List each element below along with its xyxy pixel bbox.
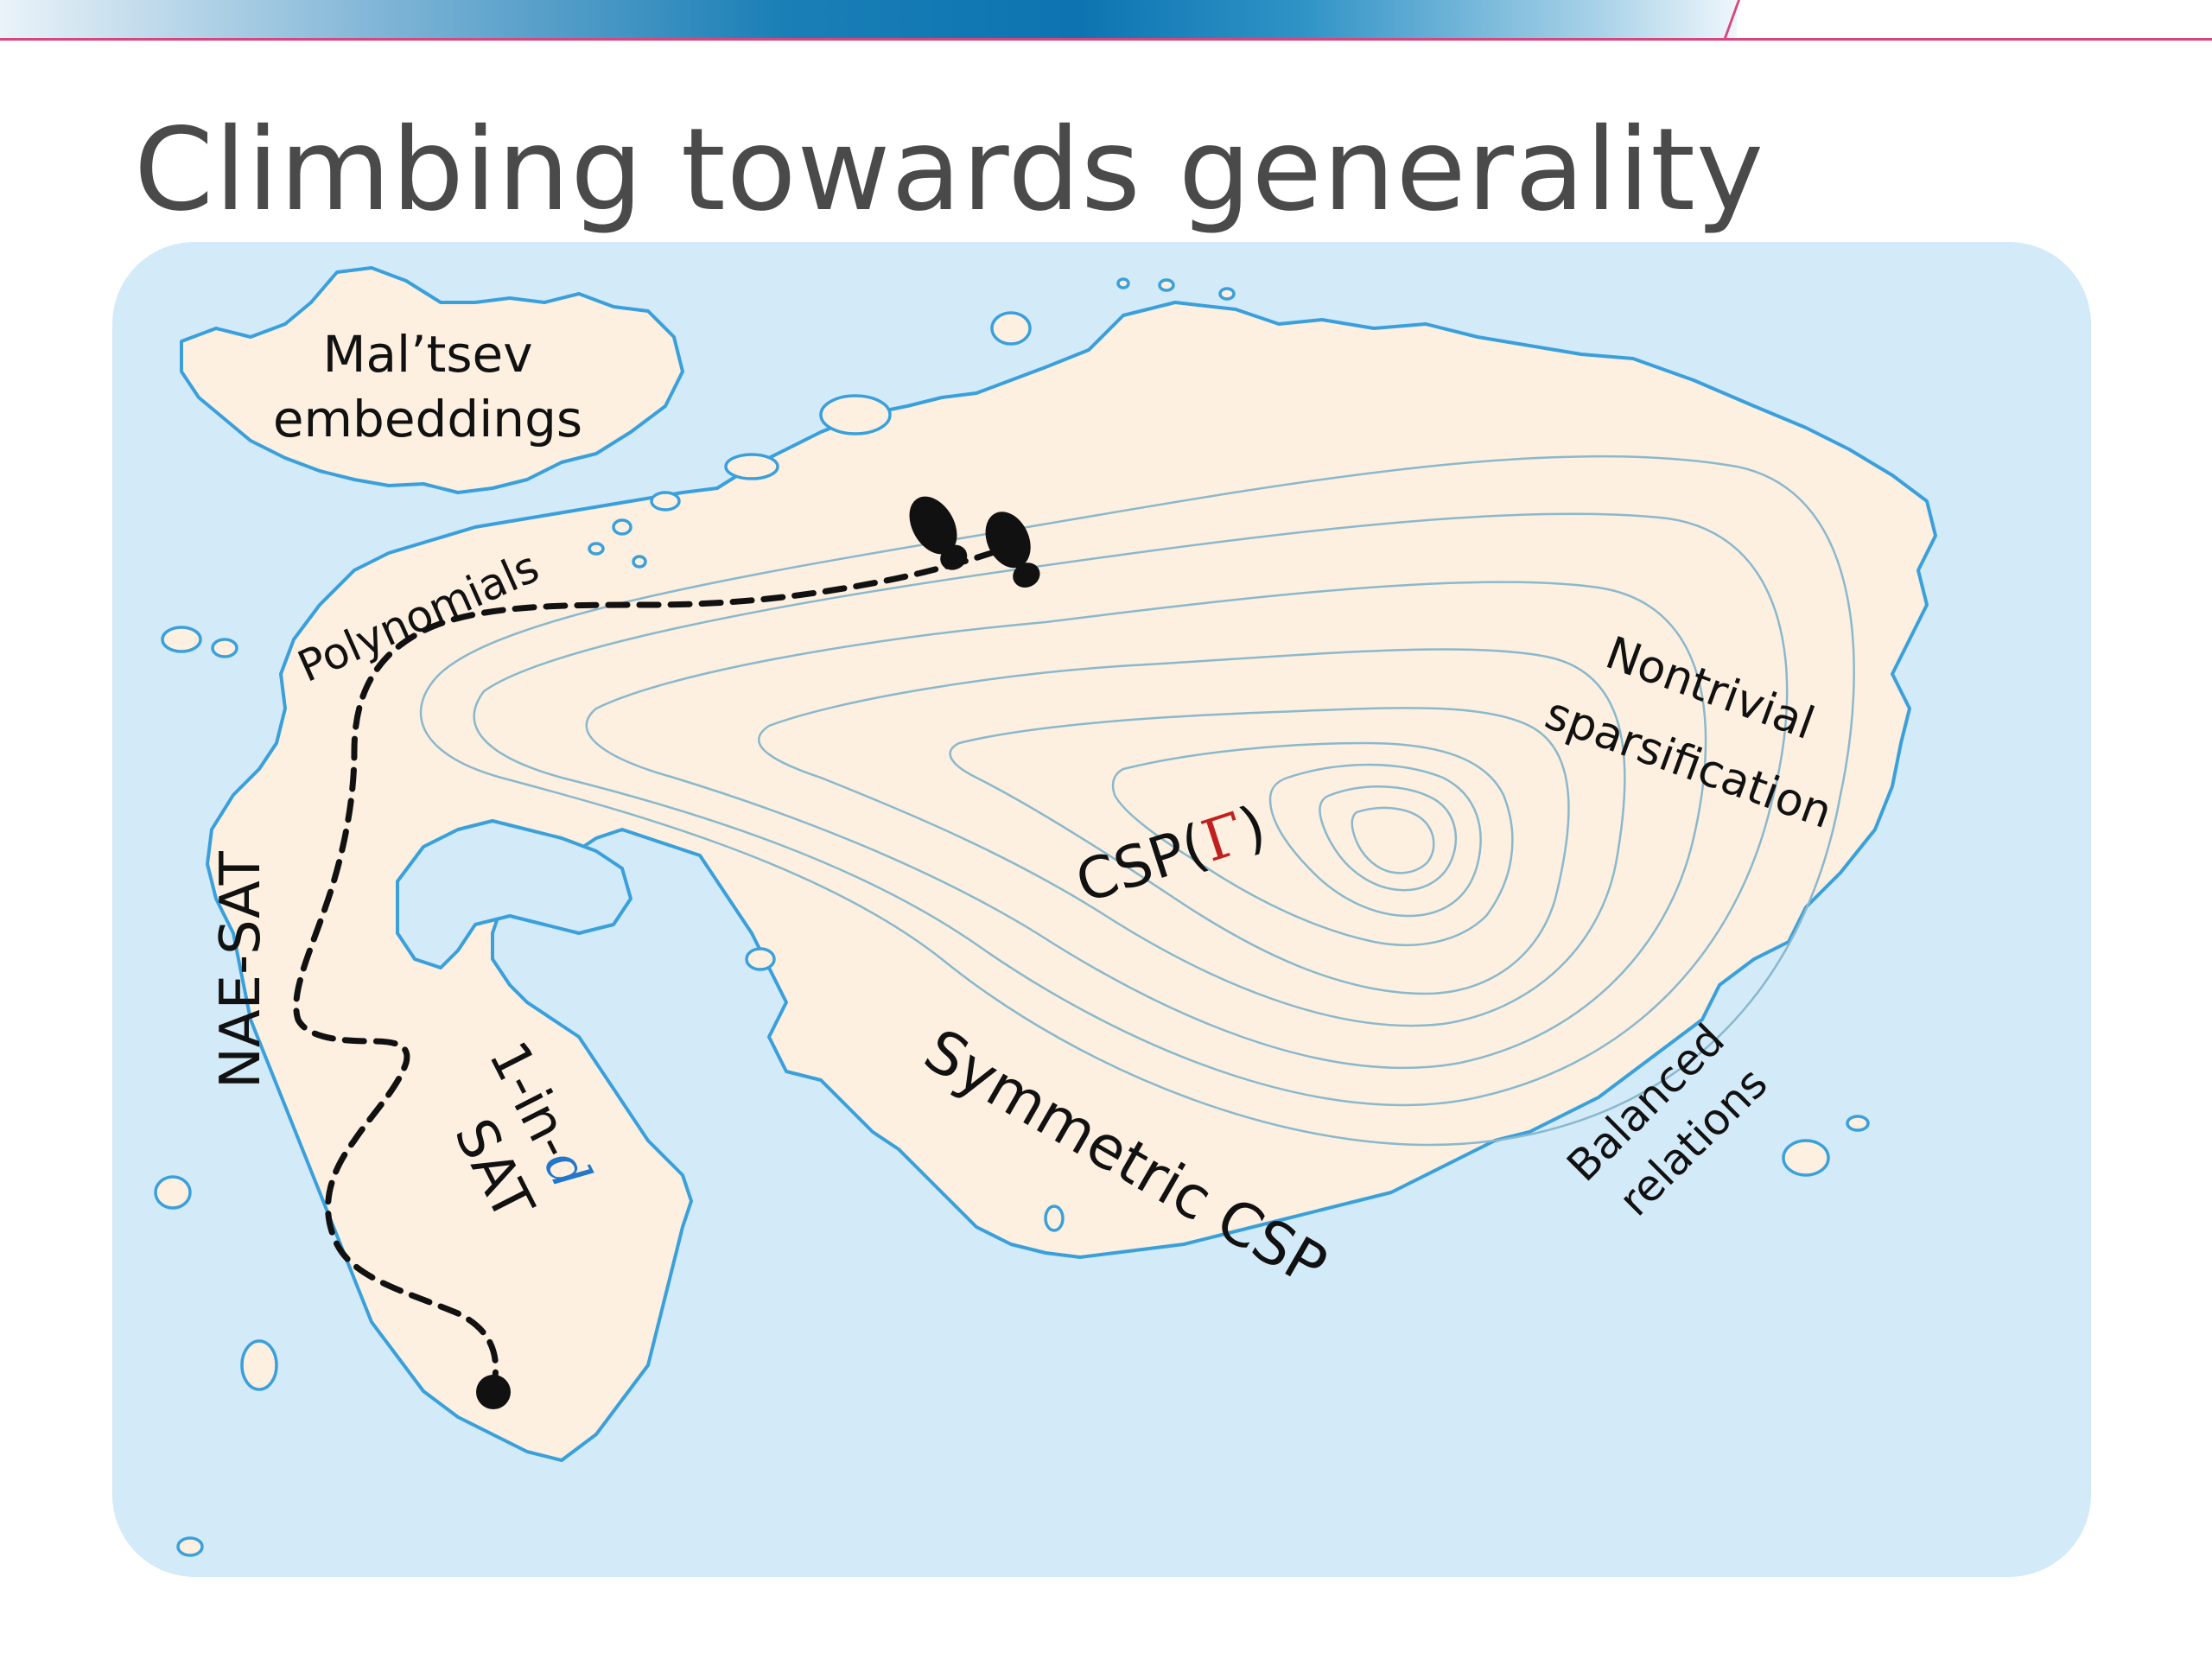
label-maltsev-line1: Mal’tsev <box>322 325 532 384</box>
inner-bay <box>396 819 632 969</box>
label-maltsev-line2: embeddings <box>273 390 582 448</box>
contour-lines <box>419 454 1855 1147</box>
start-dot-icon <box>476 1375 511 1409</box>
slide-title: Climbing towards generality <box>134 104 1765 237</box>
top-rule <box>0 38 2212 41</box>
islets <box>154 277 1870 1557</box>
label-nae-sat: NAE-SAT <box>209 850 273 1089</box>
journey-path <box>293 537 1032 1395</box>
top-accent-bar <box>0 0 1737 38</box>
maltsev-island <box>180 266 684 494</box>
island-map: Mal’tsev embeddings Polynomials NAE-SAT … <box>112 242 2091 1577</box>
main-island <box>206 301 1937 1462</box>
footprints-icon <box>909 496 1040 588</box>
